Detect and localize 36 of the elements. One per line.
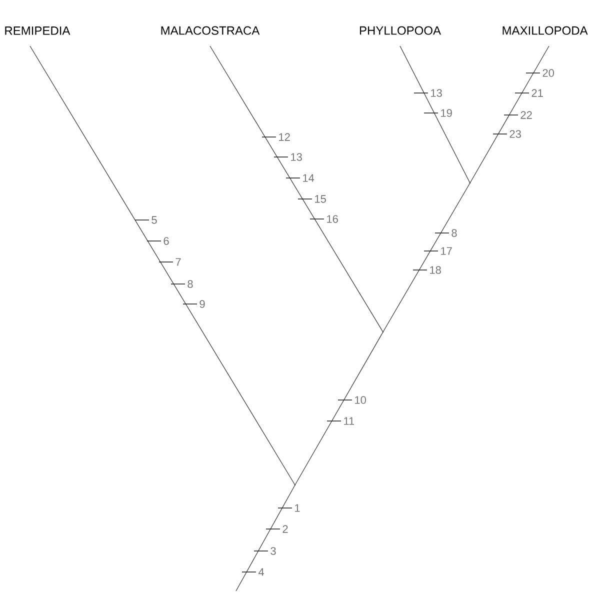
- branch-line: [400, 46, 470, 184]
- character-number: 14: [303, 174, 314, 182]
- taxon-label: REMIPEDIA: [5, 26, 70, 35]
- character-number: 6: [164, 237, 169, 245]
- character-number: 13: [291, 153, 302, 161]
- character-number: 11: [344, 417, 354, 425]
- character-number: 2: [282, 525, 288, 533]
- branch-line: [210, 46, 384, 332]
- branch-line: [30, 46, 296, 486]
- taxon-label: PHYLLOPOOA: [360, 26, 441, 35]
- character-number: 4: [258, 568, 264, 576]
- character-number: 22: [520, 111, 532, 119]
- branch-line: [470, 46, 550, 184]
- character-number: 8: [188, 280, 193, 288]
- character-number: 10: [355, 396, 366, 404]
- character-number: 1: [295, 504, 300, 512]
- branch-line: [294, 332, 384, 486]
- character-number: 23: [510, 130, 521, 138]
- character-number: 16: [327, 215, 338, 223]
- character-number: 20: [542, 69, 554, 77]
- character-number: 9: [200, 300, 205, 308]
- character-number: 17: [441, 247, 452, 255]
- character-number: 7: [176, 258, 181, 266]
- taxon-label: MALACOSTRACA: [161, 26, 260, 35]
- branch-line: [236, 484, 296, 592]
- character-number: 8: [452, 229, 457, 237]
- character-number: 15: [315, 195, 326, 203]
- taxon-label: MAXILLOPODA: [502, 26, 588, 35]
- character-number: 5: [152, 216, 157, 224]
- character-number: 12: [279, 133, 290, 141]
- character-number: 3: [270, 547, 276, 555]
- character-number: 18: [430, 266, 441, 274]
- character-number: 21: [532, 89, 543, 97]
- branch-line: [382, 182, 470, 332]
- character-number: 19: [441, 109, 452, 117]
- character-number: 13: [431, 89, 442, 97]
